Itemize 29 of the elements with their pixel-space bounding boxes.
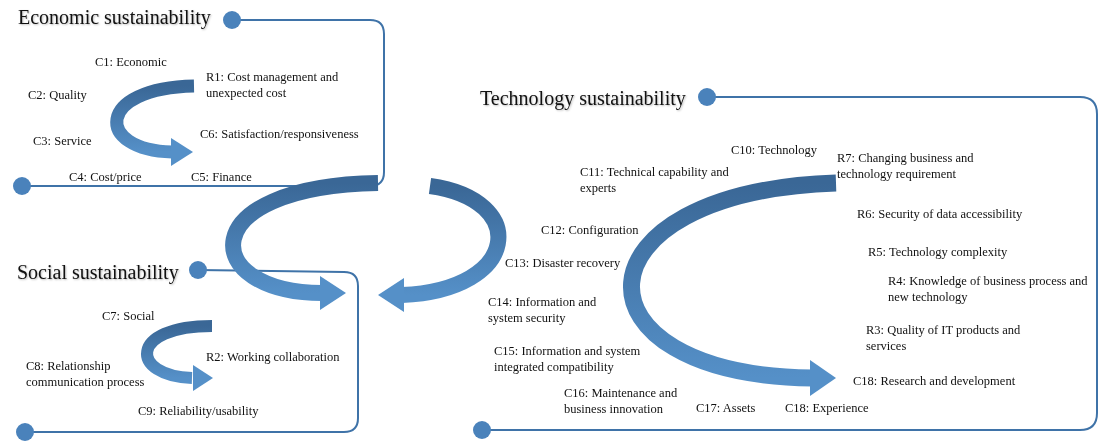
criterion-label: C4: Cost/price [69,169,142,186]
criterion-label: C8: Relationship communication process [26,358,146,391]
criterion-label: C2: Quality [28,87,87,104]
criterion-label: R5: Technology complexity [868,244,1008,261]
section-heading: Social sustainability [17,260,179,285]
section-heading: Technology sustainability [480,86,686,111]
criterion-label: C16: Maintenance and business innovation [564,385,679,418]
criterion-label: C7: Social [102,308,155,325]
criterion-label: C15: Information and system integrated compatibility [494,343,642,376]
criterion-label: R7: Changing business and technology requirement [837,150,975,183]
criterion-label: C17: Assets [696,400,756,417]
section-heading: Economic sustainability [18,5,211,30]
criterion-label: C5: Finance [191,169,252,186]
criterion-label: C3: Service [33,133,92,150]
criterion-label: R1: Cost management and unexpected cost [206,69,340,102]
criterion-label: C10: Technology [731,142,818,159]
criterion-label: C6: Satisfaction/responsiveness [200,126,359,143]
criterion-label: R3: Quality of IT products and services [866,322,1022,355]
criterion-label: C11: Technical capability and experts [580,164,730,197]
criterion-label: C14: Information and system security [488,294,598,327]
criterion-label: C18: Research and development [853,373,1016,390]
criterion-label: R6: Security of data accessibility [857,206,1023,223]
criterion-label: C1: Economic [95,54,167,71]
criterion-label: C12: Configuration [541,222,639,239]
criterion-label: R4: Knowledge of business process and new technology [888,273,1089,306]
criterion-label: C13: Disaster recovery [505,255,621,272]
criterion-label: C9: Reliability/usability [138,403,259,420]
criterion-label: C18: Experience [785,400,869,417]
criterion-label: R2: Working collaboration [206,349,340,366]
